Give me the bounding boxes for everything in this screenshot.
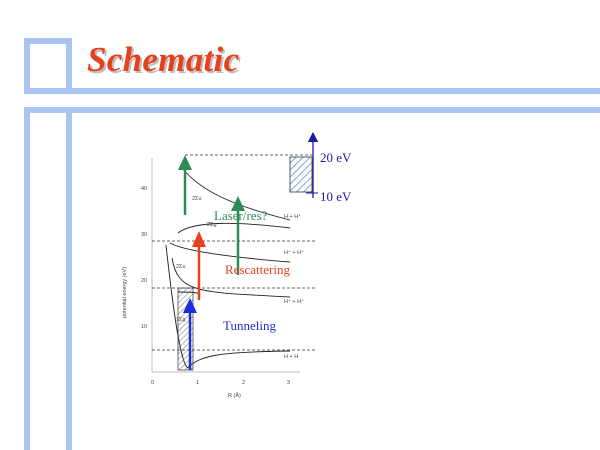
rescattering-arrowhead <box>192 231 206 247</box>
frame-right-lower-bar <box>66 107 72 450</box>
y-tick-label: 40 <box>141 186 147 192</box>
frame-right-upper-bar <box>66 38 72 94</box>
rescattering-label: Rescattering <box>225 262 290 277</box>
y-tick-label: 20 <box>141 278 147 284</box>
curve-label: H⁺ + H⁺ <box>284 249 304 256</box>
slide-title: Schematic <box>87 40 240 79</box>
energy-window-box <box>289 156 313 193</box>
x-axis-label: R (Å) <box>228 392 241 399</box>
tunneling-label: Tunneling <box>223 318 276 333</box>
frame-divider-bar <box>24 88 600 94</box>
frame-left-upper-bar <box>24 38 30 94</box>
y-tick-label: 30 <box>141 232 147 238</box>
x-tick-label: 1 <box>196 380 199 386</box>
plot-axes <box>151 158 300 373</box>
curve-label: 2Σu <box>192 196 202 202</box>
curve-label: 2Σg <box>207 222 217 228</box>
y-axis-label: potential energy (eV) <box>122 267 128 318</box>
x-tick-label: 0 <box>151 380 154 386</box>
tunneling-arrowhead <box>183 298 197 313</box>
laser-label: Laser/res? <box>214 208 268 223</box>
curve-label: H + H⁺ <box>284 213 301 220</box>
curve-label: H + H <box>284 354 298 360</box>
energy-label-bottom: 10 eV <box>320 189 352 204</box>
frame-divider-bar-lower <box>24 107 600 113</box>
frame-left-lower-bar <box>24 107 30 450</box>
energy-label-top: 20 eV <box>320 150 352 165</box>
curve-label: H⁺ + H⁺ <box>284 298 304 305</box>
laser-arrowhead-right <box>231 196 245 211</box>
curve-label: 2Σu <box>176 264 186 270</box>
x-tick-label: 2 <box>242 380 245 386</box>
frame-top-bar <box>24 38 72 44</box>
y-tick-label: 10 <box>141 324 147 330</box>
x-tick-label: 3 <box>287 380 290 386</box>
laser-arrowhead-left <box>178 155 192 170</box>
